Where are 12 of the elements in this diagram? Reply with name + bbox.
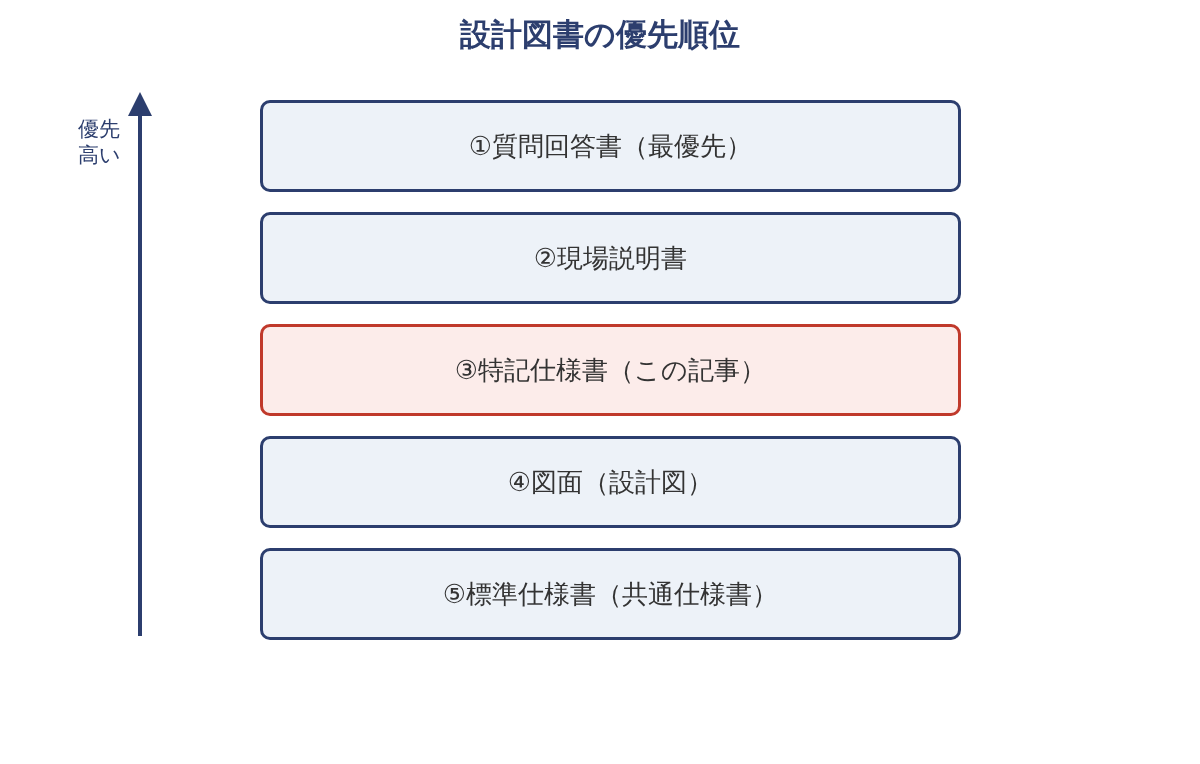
axis-label: 優先高い — [78, 116, 122, 169]
priority-box — [260, 100, 961, 192]
box-label: ⑤標準仕様書（共通仕様書） — [442, 577, 779, 611]
highlighted-box — [260, 324, 961, 416]
box-label: ①質問回答書（最優先） — [468, 129, 753, 163]
box-label: ②現場説明書 — [533, 241, 688, 275]
priority-box — [260, 548, 961, 640]
box-label: ④図面（設計図） — [507, 465, 714, 499]
priority-box — [260, 212, 961, 304]
priority-box — [260, 436, 961, 528]
diagram-title: 設計図書の優先順位 — [459, 15, 741, 54]
box-label: ③特記仕様書（この記事） — [454, 353, 767, 387]
